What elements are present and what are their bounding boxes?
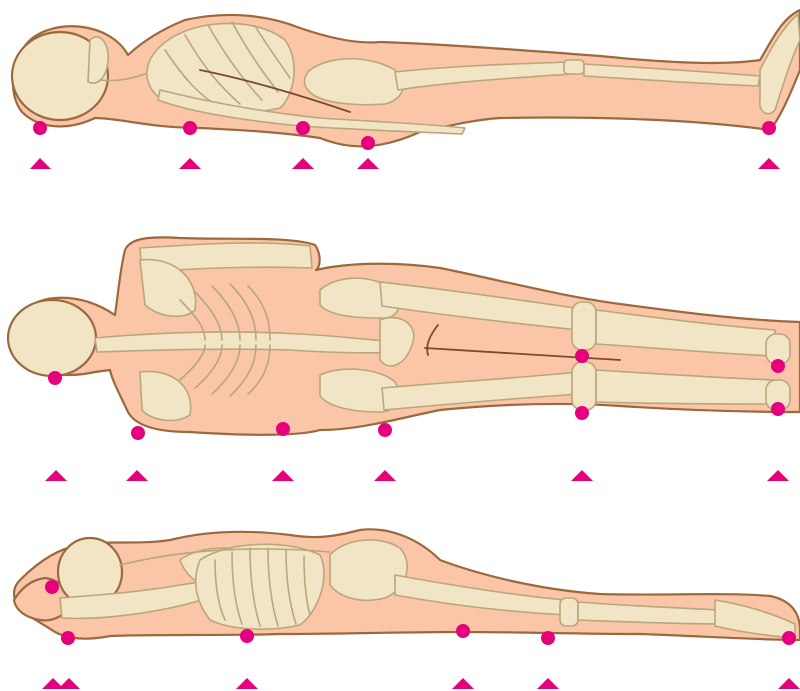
supine-marker (292, 158, 314, 169)
lateral-marker (272, 470, 294, 481)
supine-marker (357, 158, 379, 169)
lateral-knee-lateral-point (575, 406, 589, 420)
supine-marker (179, 158, 201, 169)
lateral-marker (767, 470, 789, 481)
prone-marker (452, 678, 474, 689)
prone-marker (537, 678, 559, 689)
lateral-malleolus-lateral-point (771, 402, 785, 416)
supine-heel-point (762, 121, 776, 135)
lateral-skull (8, 300, 96, 376)
lateral-marker (571, 470, 593, 481)
lateral-malleolus-medial-point (771, 359, 785, 373)
prone-patella-point (541, 631, 555, 645)
prone-figure (14, 529, 800, 689)
prone-marker (778, 678, 800, 689)
lateral-ear-point (48, 371, 62, 385)
lateral-trochanter-point (378, 423, 392, 437)
prone-knee-point (456, 624, 470, 638)
supine-scapula-point (183, 121, 197, 135)
lateral-knee-upper (572, 302, 596, 350)
lateral-marker (126, 470, 148, 481)
prone-cheek-point (45, 580, 59, 594)
lateral-knee-medial-point (575, 349, 589, 363)
lateral-marker (45, 470, 67, 481)
prone-marker (58, 678, 80, 689)
lateral-marker (374, 470, 396, 481)
lateral-knee-lower (572, 362, 596, 410)
supine-elbow-point (296, 121, 310, 135)
supine-marker (758, 158, 780, 169)
prone-toes-point (782, 631, 796, 645)
lateral-figure (8, 237, 800, 481)
supine-occiput-point (33, 121, 47, 135)
supine-patella (564, 60, 584, 74)
prone-breast-point (240, 629, 254, 643)
prone-marker (236, 678, 258, 689)
prone-shoulder-point (61, 631, 75, 645)
supine-pelvis (305, 59, 403, 105)
supine-figure (12, 10, 800, 169)
supine-sacrum-point (361, 136, 375, 150)
supine-marker (30, 158, 51, 169)
prone-knee (560, 598, 578, 626)
lateral-elbow-point (276, 422, 290, 436)
lateral-shoulder-point (131, 426, 145, 440)
